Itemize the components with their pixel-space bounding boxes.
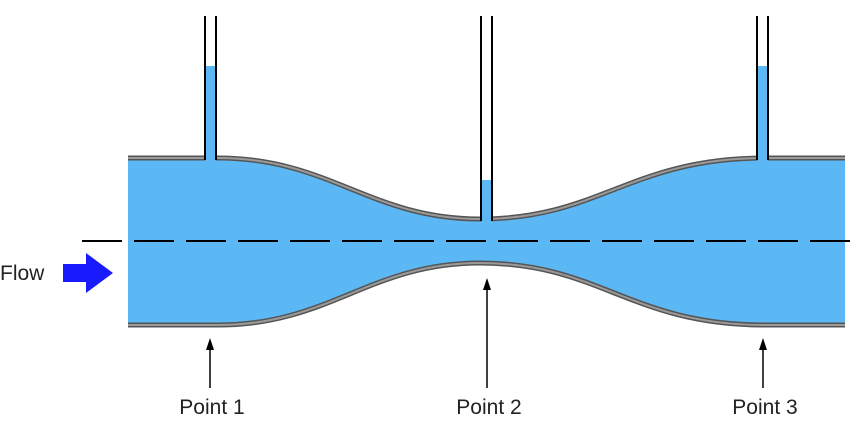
point-2-label: Point 2 [456,396,521,419]
pointer-arrow-2 [483,278,491,388]
tube-1-fluid [205,66,216,164]
piezometer-tube-1 [204,16,217,164]
flow-label: Flow [0,262,45,285]
fluid-body [128,160,845,325]
piezometer-tube-3 [756,16,769,164]
pointer-arrow-3 [759,338,767,388]
flow-arrow-icon [63,253,113,293]
point-3-label: Point 3 [732,396,797,419]
piezometer-tube-2 [480,16,493,224]
tube-2-fluid [481,180,492,224]
bottom-wall-inner [128,261,845,326]
pointer-arrow-1 [206,338,214,388]
point-1-label: Point 1 [179,396,244,419]
tube-3-fluid [757,66,768,164]
